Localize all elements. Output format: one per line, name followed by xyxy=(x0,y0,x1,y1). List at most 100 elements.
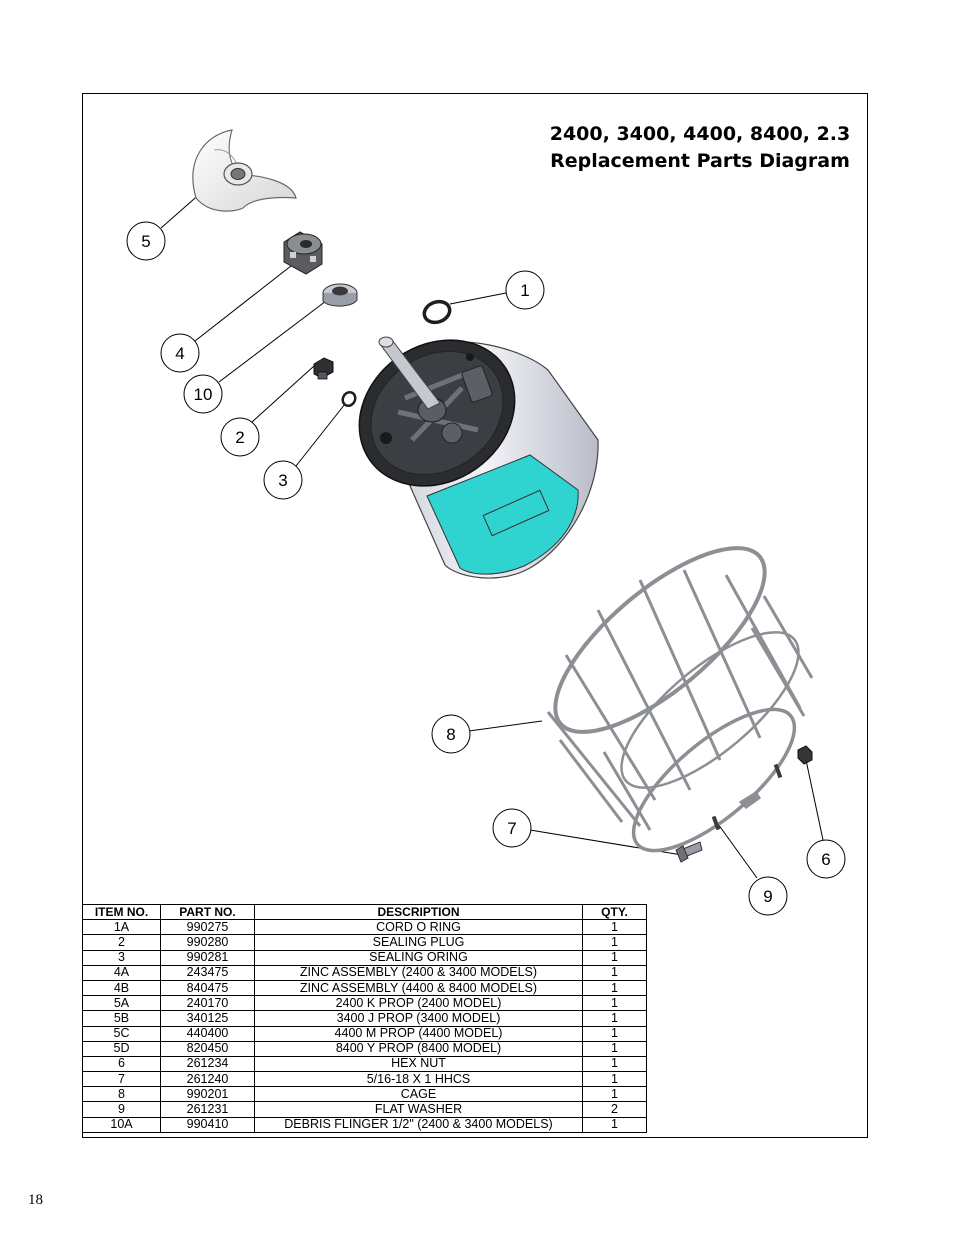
description-cell: ZINC ASSEMBLY (4400 & 8400 MODELS) xyxy=(254,979,583,997)
callout-10: 10 xyxy=(183,374,223,414)
callout-7: 7 xyxy=(492,808,532,848)
description-cell: 5/16-18 X 1 HHCS xyxy=(254,1071,583,1088)
qty-cell: 1 xyxy=(582,934,647,951)
qty-cell: 1 xyxy=(582,995,647,1012)
hex-bolt-icon xyxy=(675,841,703,863)
motor-icon xyxy=(358,336,599,579)
sealing-oring-icon xyxy=(341,390,357,408)
description-cell: ZINC ASSEMBLY (2400 & 3400 MODELS) xyxy=(254,964,583,981)
part-no-cell: 340125 xyxy=(160,1010,255,1027)
title-line-diagram: Replacement Parts Diagram xyxy=(550,150,850,172)
callout-5: 5 xyxy=(126,221,166,261)
callout-2: 2 xyxy=(220,417,260,457)
callout-3: 3 xyxy=(263,460,303,500)
callout-6: 6 xyxy=(806,839,846,879)
qty-cell: 2 xyxy=(582,1101,647,1118)
qty-cell: 1 xyxy=(582,964,647,981)
qty-cell: 1 xyxy=(582,1010,647,1027)
description-cell: CAGE xyxy=(254,1086,583,1103)
debris-flinger-icon xyxy=(322,283,358,307)
description-cell: HEX NUT xyxy=(254,1055,583,1073)
item-no-cell: 4B xyxy=(82,979,161,997)
item-no-cell: 6 xyxy=(82,1055,161,1073)
callout-label: 2 xyxy=(235,428,244,447)
callout-label: 3 xyxy=(278,471,287,490)
qty-cell: 1 xyxy=(582,949,647,966)
sealing-plug-icon xyxy=(313,357,334,380)
qty-cell: 1 xyxy=(582,1116,647,1133)
callout-label: 8 xyxy=(446,725,455,744)
qty-cell: 1 xyxy=(582,979,647,997)
cage-icon xyxy=(546,546,814,853)
part-no-cell: 261231 xyxy=(160,1101,255,1118)
table-header-row: ITEM NO. PART NO. DESCRIPTION QTY. xyxy=(82,903,647,921)
description-cell: SEALING ORING xyxy=(254,949,583,966)
qty-cell: 1 xyxy=(582,1071,647,1088)
zinc-assembly-icon xyxy=(283,231,323,275)
callout-label: 6 xyxy=(821,850,830,869)
description-cell: SEALING PLUG xyxy=(254,934,583,951)
header-description: DESCRIPTION xyxy=(254,903,583,921)
part-no-cell: 990201 xyxy=(160,1086,255,1103)
qty-cell: 1 xyxy=(582,1086,647,1103)
description-cell: FLAT WASHER xyxy=(254,1101,583,1118)
item-no-cell: 5A xyxy=(82,995,161,1012)
flat-washer-icon xyxy=(711,763,783,831)
callout-8: 8 xyxy=(431,714,471,754)
callout-label: 7 xyxy=(507,819,516,838)
hex-nut-icon xyxy=(797,745,813,765)
page-frame xyxy=(82,93,868,1138)
part-no-cell: 261240 xyxy=(160,1071,255,1088)
page-title: 2400, 3400, 4400, 8400, 2.3 Replacement … xyxy=(480,121,920,175)
part-no-cell: 440400 xyxy=(160,1025,255,1042)
part-no-cell: 261234 xyxy=(160,1055,255,1073)
part-no-cell: 990281 xyxy=(160,949,255,966)
description-cell: CORD O RING xyxy=(254,919,583,936)
callout-label: 5 xyxy=(141,232,150,251)
description-cell: 4400 M PROP (4400 MODEL) xyxy=(254,1025,583,1042)
part-no-cell: 990410 xyxy=(160,1116,255,1133)
item-no-cell: 7 xyxy=(82,1071,161,1088)
propeller-icon xyxy=(192,129,297,212)
item-no-cell: 5B xyxy=(82,1010,161,1027)
page-number: 18 xyxy=(28,1192,43,1208)
part-no-cell: 820450 xyxy=(160,1040,255,1057)
header-item-no: ITEM NO. xyxy=(82,903,161,921)
callout-label: 4 xyxy=(175,344,184,363)
header-part-no: PART NO. xyxy=(160,903,255,921)
item-no-cell: 4A xyxy=(82,964,161,981)
item-no-cell: 5D xyxy=(82,1040,161,1057)
part-no-cell: 240170 xyxy=(160,995,255,1012)
part-no-cell: 243475 xyxy=(160,964,255,981)
qty-cell: 1 xyxy=(582,1040,647,1057)
description-cell: 2400 K PROP (2400 MODEL) xyxy=(254,995,583,1012)
callout-4: 4 xyxy=(160,333,200,373)
item-no-cell: 2 xyxy=(82,934,161,951)
qty-cell: 1 xyxy=(582,1055,647,1073)
part-no-cell: 840475 xyxy=(160,979,255,997)
callout-label: 1 xyxy=(520,281,529,300)
item-no-cell: 5C xyxy=(82,1025,161,1042)
description-cell: 8400 Y PROP (8400 MODEL) xyxy=(254,1040,583,1057)
callout-label: 10 xyxy=(194,385,213,404)
header-qty: QTY. xyxy=(582,903,647,921)
qty-cell: 1 xyxy=(582,919,647,936)
callout-1: 1 xyxy=(505,270,545,310)
callout-9: 9 xyxy=(748,876,788,916)
title-line-models: 2400, 3400, 4400, 8400, 2.3 xyxy=(549,123,851,145)
item-no-cell: 9 xyxy=(82,1101,161,1118)
